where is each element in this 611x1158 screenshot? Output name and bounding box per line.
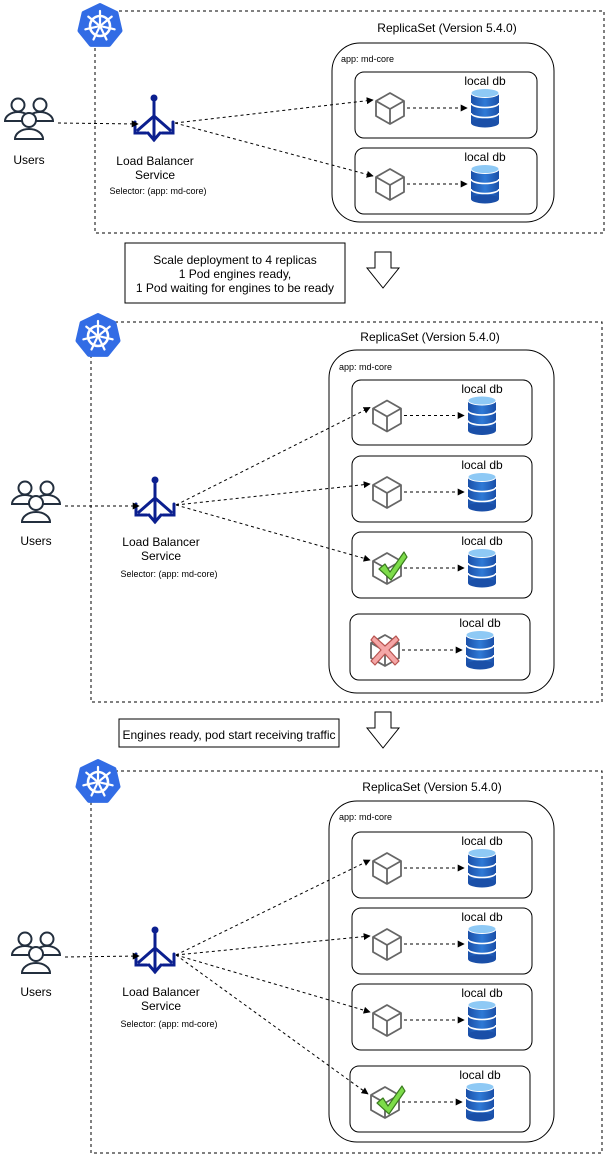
transition-note <box>124 242 346 304</box>
transition-note <box>118 718 340 748</box>
database-icon <box>467 848 497 888</box>
selector-label: Selector: (app: md-core) <box>109 186 206 196</box>
app-label: app: md-core <box>341 54 394 64</box>
users-label: Users <box>20 985 51 999</box>
local-db-label: local db <box>461 458 503 472</box>
service-label: Service <box>141 549 181 563</box>
cube-icon <box>372 928 402 961</box>
stage-frame <box>94 10 605 234</box>
local-db-label: local db <box>461 534 503 548</box>
service-label: Service <box>141 999 181 1013</box>
cube-icon <box>372 1004 402 1037</box>
load-balancer-icon <box>134 926 176 975</box>
local-db-label: local db <box>459 616 501 630</box>
database-icon <box>470 88 500 128</box>
database-icon <box>467 924 497 964</box>
lb-to-pod-arrow <box>175 504 371 562</box>
cube-icon <box>375 168 405 201</box>
cube-icon <box>372 852 402 885</box>
kubernetes-icon <box>75 313 121 357</box>
users-to-lb-arrow <box>57 120 139 128</box>
app-label: app: md-core <box>339 362 392 372</box>
users-icon <box>10 480 62 523</box>
replicaset-title: ReplicaSet (Version 5.4.0) <box>377 21 516 35</box>
lb-to-pod-arrow <box>175 481 371 506</box>
replicaset-box <box>328 800 555 1143</box>
kubernetes-icon <box>75 759 121 803</box>
transition-text: Engines ready, pod start receiving traff… <box>123 728 336 742</box>
local-db-label: local db <box>459 1068 501 1082</box>
local-db-label: local db <box>464 150 506 164</box>
selector-label: Selector: (app: md-core) <box>120 569 217 579</box>
lb-to-pod-arrow <box>174 122 374 178</box>
local-db-label: local db <box>464 74 506 88</box>
database-icon <box>467 395 497 435</box>
checkmark-icon <box>378 551 408 581</box>
replicaset-box <box>328 349 555 694</box>
database-icon <box>467 1000 497 1040</box>
database-icon <box>465 1082 495 1122</box>
app-label: app: md-core <box>339 812 392 822</box>
load-balancer-icon <box>134 476 176 525</box>
cube-icon <box>372 476 402 509</box>
users-icon <box>3 97 55 140</box>
load-balancer-icon <box>133 94 175 143</box>
users-label: Users <box>20 534 51 548</box>
local-db-label: local db <box>461 986 503 1000</box>
replicaset-title: ReplicaSet (Version 5.4.0) <box>360 330 499 344</box>
local-db-label: local db <box>461 382 503 396</box>
users-to-lb-arrow <box>64 952 140 960</box>
down-arrow-icon <box>365 711 401 749</box>
replicaset-box <box>331 42 555 223</box>
transition-text: 1 Pod engines ready, <box>179 267 292 281</box>
database-icon <box>465 630 495 670</box>
load-balancer-label: Load Balancer <box>116 154 193 168</box>
database-icon <box>467 548 497 588</box>
users-icon <box>10 931 62 974</box>
cube-icon <box>372 399 402 433</box>
lb-to-pod-arrow <box>175 407 371 506</box>
database-icon <box>470 164 500 204</box>
checkmark-icon <box>376 1085 406 1115</box>
replicaset-title: ReplicaSet (Version 5.4.0) <box>362 780 501 794</box>
users-label: Users <box>13 153 44 167</box>
lb-to-pod-arrow <box>175 859 371 956</box>
cross-icon <box>370 635 400 666</box>
transition-text: 1 Pod waiting for engines to be ready <box>136 281 334 295</box>
stage-frame <box>90 321 603 703</box>
down-arrow-icon <box>365 251 401 289</box>
lb-to-pod-arrow <box>175 933 371 956</box>
transition-text: Scale deployment to 4 replicas <box>153 253 316 267</box>
stage-frame <box>90 770 603 1154</box>
database-icon <box>467 472 497 512</box>
cube-icon <box>375 92 405 125</box>
kubernetes-icon <box>77 3 123 47</box>
load-balancer-label: Load Balancer <box>122 535 199 549</box>
local-db-label: local db <box>461 834 503 848</box>
lb-to-pod-arrow <box>174 97 374 124</box>
load-balancer-label: Load Balancer <box>122 985 199 999</box>
lb-to-pod-arrow <box>175 954 371 1014</box>
service-label: Service <box>135 168 175 182</box>
selector-label: Selector: (app: md-core) <box>120 1019 217 1029</box>
local-db-label: local db <box>461 910 503 924</box>
